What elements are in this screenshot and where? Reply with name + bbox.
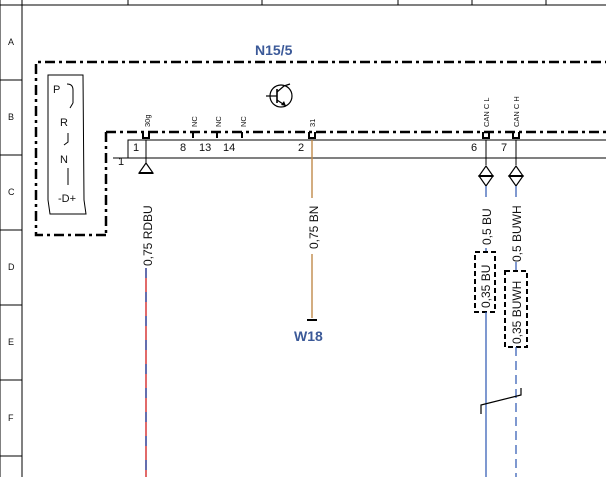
ground-label: W18 bbox=[294, 328, 323, 344]
pin-number-2: 2 bbox=[298, 142, 304, 154]
pin-signal-can-h: CAN C H bbox=[512, 96, 521, 127]
wire-label-035-bu: 0,35 BU bbox=[479, 265, 493, 308]
gear-selector-icon bbox=[47, 74, 87, 215]
wire-label-buwh: 0,5 BUWH bbox=[510, 205, 524, 262]
connector-arrow-pin6 bbox=[477, 164, 495, 188]
pin-number-7: 7 bbox=[501, 142, 507, 154]
row-label-f: F bbox=[8, 413, 14, 423]
module-title: N15/5 bbox=[255, 42, 293, 58]
row-label-e: E bbox=[8, 337, 14, 347]
side-marker: 1 bbox=[118, 156, 124, 168]
module-boundary bbox=[34, 60, 606, 237]
pin-signal-nc-8: NC bbox=[190, 116, 199, 127]
pin-number-1: 1 bbox=[133, 142, 139, 154]
pin-number-8: 8 bbox=[180, 142, 186, 154]
transistor-icon bbox=[266, 83, 293, 108]
twisted-pair-marker bbox=[480, 388, 522, 414]
wire-label-035-buwh: 0,35 BUWH bbox=[510, 281, 524, 344]
gear-p-label: P bbox=[53, 84, 60, 96]
connector-arrow-pin7 bbox=[507, 164, 525, 188]
wire-label-rdbu: 0,75 RDBU bbox=[141, 205, 155, 266]
pin-number-14: 14 bbox=[223, 142, 235, 154]
row-label-d: D bbox=[8, 262, 15, 272]
row-label-c: C bbox=[8, 187, 15, 197]
pin-signal-30g: 30g bbox=[143, 114, 152, 127]
row-label-b: B bbox=[8, 112, 14, 122]
pin-number-6: 6 bbox=[471, 142, 477, 154]
connector-arrow-pin1 bbox=[137, 161, 155, 174]
gear-r-label: R bbox=[60, 117, 68, 129]
pin-signal-31: 31 bbox=[308, 119, 317, 127]
pin-terminals bbox=[142, 132, 520, 139]
gear-d-label: -D+ bbox=[58, 193, 76, 205]
gear-n-label: N bbox=[60, 154, 68, 166]
splice-box-bu bbox=[474, 251, 496, 313]
pin-signal-can-l: CAN C L bbox=[482, 97, 491, 127]
wire-label-bn: 0,75 BN bbox=[307, 206, 321, 249]
wire-label-bu: 0,5 BU bbox=[480, 208, 494, 245]
pin-signal-nc-14: NC bbox=[239, 116, 248, 127]
pin-number-13: 13 bbox=[199, 142, 211, 154]
pin-signal-nc-13: NC bbox=[214, 116, 223, 127]
row-label-a: A bbox=[8, 37, 14, 47]
connector-housing bbox=[127, 139, 606, 158]
